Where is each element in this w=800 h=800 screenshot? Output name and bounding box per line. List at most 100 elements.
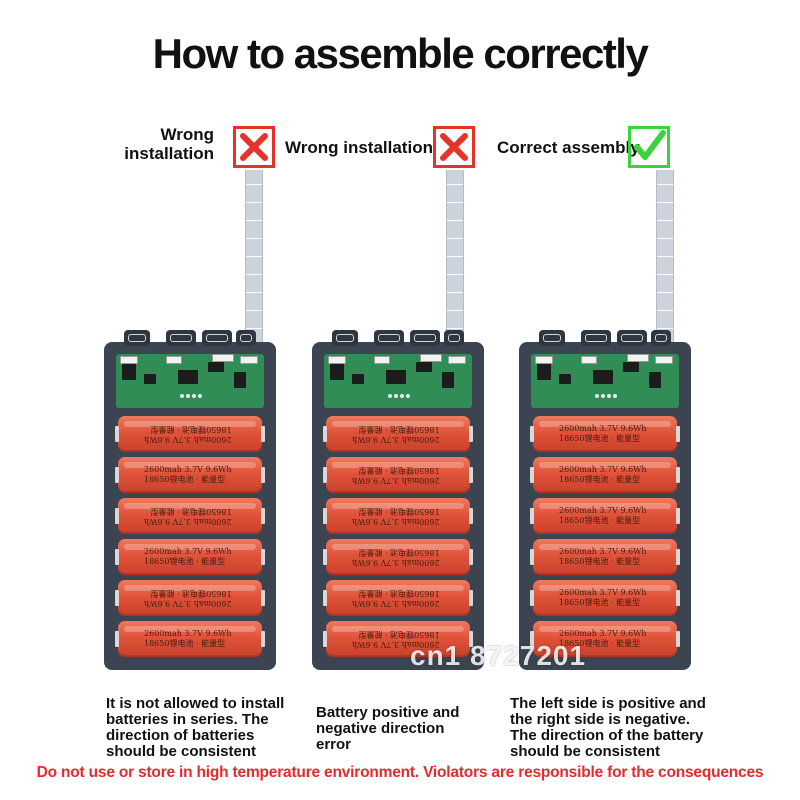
battery-label-line-2: 18650锂电池 · 能量型 bbox=[358, 507, 440, 516]
battery-label-line-1: 2600mah 3.7V 9.6Wh bbox=[144, 517, 232, 526]
pcb-led bbox=[388, 394, 392, 398]
pcb-connector bbox=[212, 354, 234, 362]
battery-label-line-2: 18650锂电池 · 能量型 bbox=[150, 425, 232, 434]
battery-label-line-1: 2600mah 3.7V 9.6Wh bbox=[352, 599, 440, 608]
panel-2-caption-line-2: negative direction bbox=[316, 720, 445, 737]
pcb-chip bbox=[442, 372, 454, 388]
battery-label-line-2: 18650锂电池 · 能量型 bbox=[559, 557, 641, 566]
battery-label-line-2: 18650锂电池 · 能量型 bbox=[559, 475, 641, 484]
panel-2-caption-line-1: Battery positive and bbox=[316, 704, 460, 721]
pcb-connector bbox=[627, 354, 649, 362]
battery-label-line-1: 2600mah 3.7V 9.6Wh bbox=[559, 547, 647, 556]
battery-label-line-1: 2600mah 3.7V 9.6Wh bbox=[559, 424, 647, 433]
watermark: cn1 8727201 bbox=[410, 640, 587, 671]
battery-label-line-1: 2600mah 3.7V 9.6Wh bbox=[144, 629, 232, 638]
battery-label-line-1: 2600mah 3.7V 9.6Wh bbox=[559, 629, 647, 638]
pcb-connector bbox=[581, 356, 597, 364]
wrong-mark-icon-1 bbox=[233, 126, 275, 168]
battery-label-line-1: 2600mah 3.7V 9.6Wh bbox=[559, 588, 647, 597]
panel-2-label-line-1: Wrong installation bbox=[285, 138, 433, 157]
panel-1-label: Wrong installation bbox=[122, 125, 214, 163]
pcb-chip bbox=[649, 372, 661, 388]
usb-c-port-icon bbox=[617, 330, 647, 346]
pcb-connector bbox=[240, 356, 258, 364]
circuit-board bbox=[324, 354, 472, 408]
battery-label-line-2: 18650锂电池 · 能量型 bbox=[559, 639, 641, 648]
pcb-chip bbox=[416, 362, 432, 372]
battery-label-line-1: 2600mah 3.7V 9.6Wh bbox=[559, 465, 647, 474]
pcb-chip bbox=[122, 362, 136, 380]
pcb-chip bbox=[623, 362, 639, 372]
battery-label-line-2: 18650锂电池 · 能量型 bbox=[559, 434, 641, 443]
battery-label-line-1: 2600mah 3.7V 9.6Wh bbox=[144, 465, 232, 474]
pcb-connector bbox=[420, 354, 442, 362]
pcb-led bbox=[607, 394, 611, 398]
usb-c-port-icon bbox=[410, 330, 440, 346]
panel-3-caption-line-2: the right side is negative. bbox=[510, 711, 691, 728]
panel-1-label-line-1: Wrong bbox=[160, 125, 214, 144]
panel-1-caption-line-1: It is not allowed to install bbox=[106, 695, 285, 712]
pcb-connector bbox=[535, 356, 553, 364]
panel-3-caption-line-3: The direction of the battery bbox=[510, 727, 704, 744]
panel-1-caption-line-2: batteries in series. The bbox=[106, 711, 269, 728]
pcb-led bbox=[406, 394, 410, 398]
usb-c-port-icon bbox=[374, 330, 404, 346]
usb-c-port-icon bbox=[166, 330, 196, 346]
battery-label-line-1: 2600mah 3.7V 9.6Wh bbox=[352, 476, 440, 485]
warning-text: Do not use or store in high temperature … bbox=[36, 764, 764, 781]
pcb-connector bbox=[374, 356, 390, 364]
battery-label-line-2: 18650锂电池 · 能量型 bbox=[150, 507, 232, 516]
cable-strip-3 bbox=[656, 170, 674, 345]
pcb-chip bbox=[330, 362, 344, 380]
pcb-chip bbox=[559, 374, 571, 384]
pcb-chip bbox=[537, 362, 551, 380]
pcb-chip bbox=[593, 370, 613, 384]
micro-usb-port-icon bbox=[651, 330, 671, 346]
panel-3-caption-line-1: The left side is positive and bbox=[510, 695, 706, 712]
battery-label-line-2: 18650锂电池 · 能量型 bbox=[358, 466, 440, 475]
battery-label-line-1: 2600mah 3.7V 9.6Wh bbox=[144, 435, 232, 444]
usb-a-port-icon bbox=[124, 330, 150, 346]
pcb-chip bbox=[178, 370, 198, 384]
panel-2-caption-line-3: error bbox=[316, 736, 352, 753]
check-mark-icon bbox=[628, 126, 670, 168]
pcb-led bbox=[613, 394, 617, 398]
panel-1-caption: It is not allowed to install batteries i… bbox=[106, 696, 284, 760]
pcb-chip bbox=[386, 370, 406, 384]
panel-3-caption-line-4: should be consistent bbox=[510, 743, 661, 760]
panel-3-label-line-1: Correct assembly bbox=[497, 138, 640, 157]
battery-label-line-1: 2600mah 3.7V 9.6Wh bbox=[559, 506, 647, 515]
battery-label-line-1: 2600mah 3.7V 9.6Wh bbox=[352, 558, 440, 567]
page-title: How to assemble correctly bbox=[152, 30, 649, 77]
usb-a-port-icon bbox=[539, 330, 565, 346]
battery-label-line-2: 18650锂电池 · 能量型 bbox=[559, 598, 641, 607]
panel-2-caption: Battery positive and negative direction … bbox=[316, 705, 459, 753]
battery-label-line-2: 18650锂电池 · 能量型 bbox=[358, 548, 440, 557]
pcb-connector bbox=[120, 356, 138, 364]
pcb-chip bbox=[208, 362, 224, 372]
pcb-led bbox=[180, 394, 184, 398]
usb-c-port-icon bbox=[202, 330, 232, 346]
battery-label-line-2: 18650锂电池 · 能量型 bbox=[559, 516, 641, 525]
